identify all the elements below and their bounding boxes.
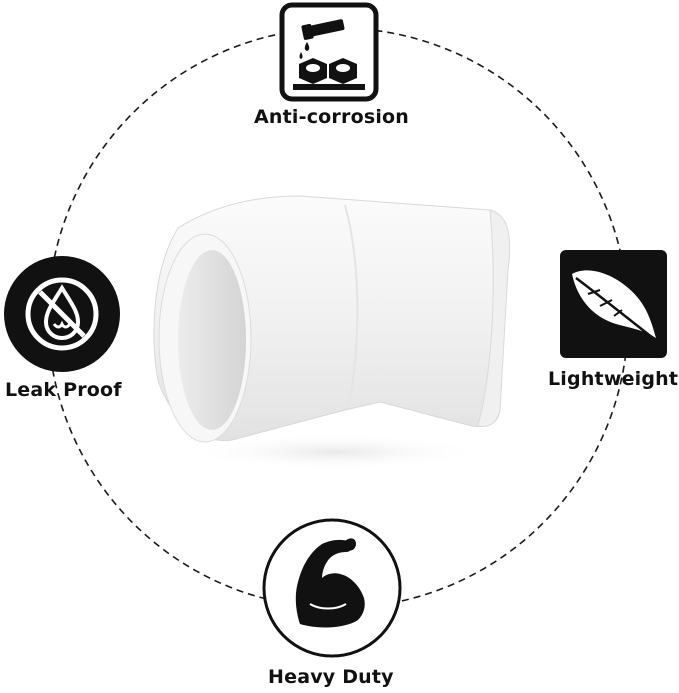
muscle-arm-icon — [262, 518, 402, 658]
feature-label-lightweight: Lightweight — [548, 368, 679, 390]
feature-label-heavy-duty: Heavy Duty — [268, 666, 394, 688]
feather-icon — [560, 250, 667, 358]
pvc-elbow-fitting — [153, 195, 511, 470]
leak-proof-icon — [4, 256, 120, 372]
feature-label-anti-corrosion: Anti-corrosion — [254, 106, 410, 128]
corrosion-icon — [279, 2, 379, 102]
feature-label-leak-proof: Leak Proof — [5, 379, 122, 401]
